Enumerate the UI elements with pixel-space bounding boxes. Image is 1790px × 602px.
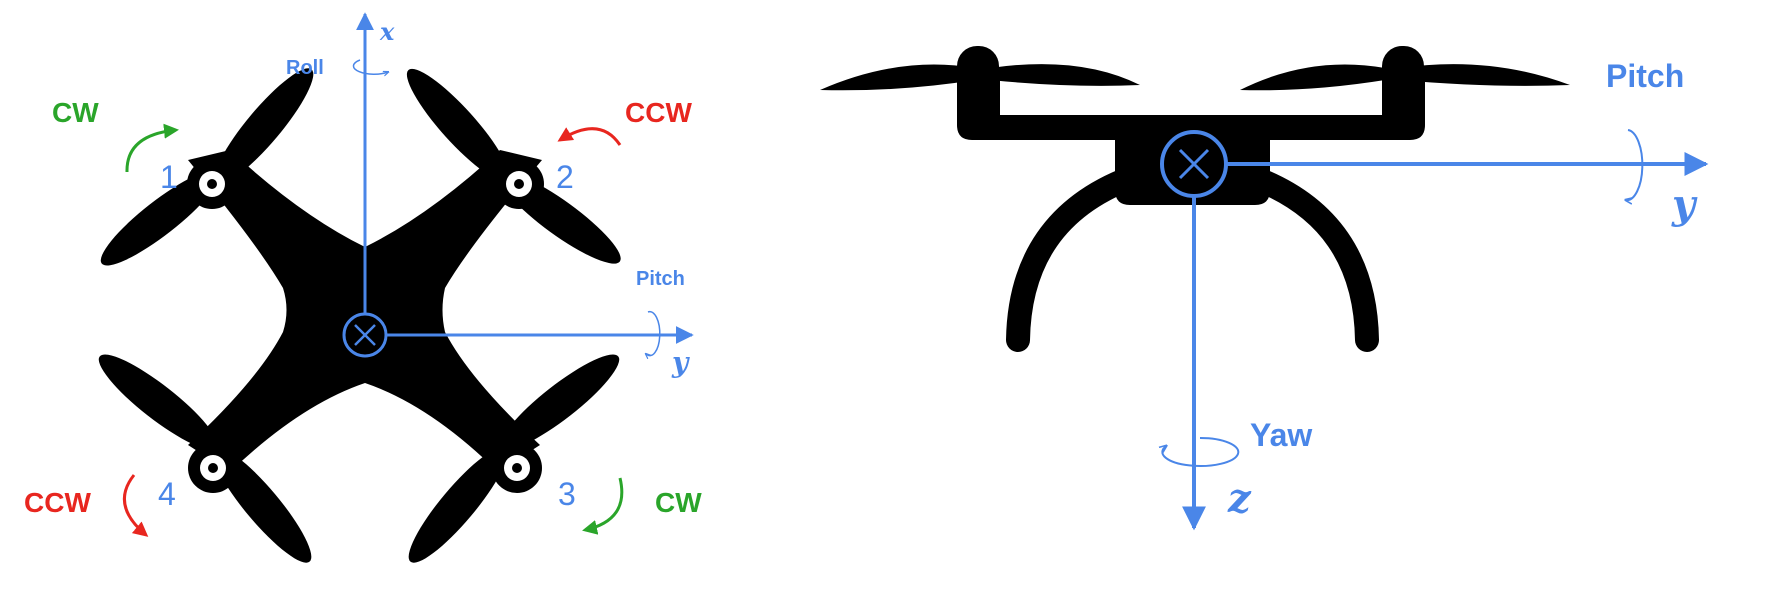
y-axis-label-top: y bbox=[671, 346, 690, 379]
motor-2-icon bbox=[494, 159, 544, 209]
yaw-rotation-icon bbox=[1162, 436, 1240, 467]
pitch-label-side: Pitch bbox=[1606, 58, 1684, 94]
yaw-label: Yaw bbox=[1250, 417, 1312, 453]
landing-gear-left bbox=[1006, 166, 1142, 352]
motor-3-icon bbox=[492, 443, 542, 493]
motor-2-annotation: CCW 2 bbox=[556, 97, 692, 195]
cw-arrow-icon-1 bbox=[125, 123, 179, 173]
motor-3-number: 3 bbox=[558, 476, 576, 512]
motor-2-direction: CCW bbox=[625, 97, 692, 128]
z-axis-label: z bbox=[1227, 475, 1252, 522]
motor-4-number: 4 bbox=[158, 476, 176, 512]
ccw-arrow-icon-2 bbox=[557, 127, 622, 146]
motor-3-annotation: 3 CW bbox=[558, 476, 702, 535]
landing-gear-right bbox=[1243, 166, 1379, 352]
x-axis-label: x bbox=[379, 17, 395, 46]
cw-arrow-icon-3 bbox=[582, 477, 624, 535]
roll-rotation-icon bbox=[352, 59, 388, 74]
ccw-arrow-icon-4 bbox=[123, 474, 149, 537]
motor-1-direction: CW bbox=[52, 97, 99, 128]
motor-1-number: 1 bbox=[160, 159, 178, 195]
center-of-mass-icon bbox=[342, 312, 388, 358]
y-axis-label-side: y bbox=[1671, 181, 1698, 228]
motor-4-annotation: CCW 4 bbox=[24, 474, 176, 537]
pitch-label-top: Pitch bbox=[636, 268, 685, 290]
pitch-rotation-icon-side bbox=[1626, 129, 1644, 200]
motor-1-annotation: CW 1 bbox=[52, 97, 179, 195]
top-view-axes: x y Roll Pitch bbox=[286, 12, 694, 379]
motor-4-direction: CCW bbox=[24, 487, 91, 518]
roll-label: Roll bbox=[286, 57, 324, 79]
motor-4-icon bbox=[188, 443, 238, 493]
center-of-mass-side-icon bbox=[1160, 130, 1228, 198]
motor-3-direction: CW bbox=[655, 487, 702, 518]
motor-1-icon bbox=[187, 159, 237, 209]
motor-2-number: 2 bbox=[556, 159, 574, 195]
left-propeller-icon bbox=[820, 64, 1140, 91]
side-view-axes: Pitch y Yaw z bbox=[1160, 58, 1709, 531]
pitch-rotation-icon-top bbox=[646, 310, 661, 356]
